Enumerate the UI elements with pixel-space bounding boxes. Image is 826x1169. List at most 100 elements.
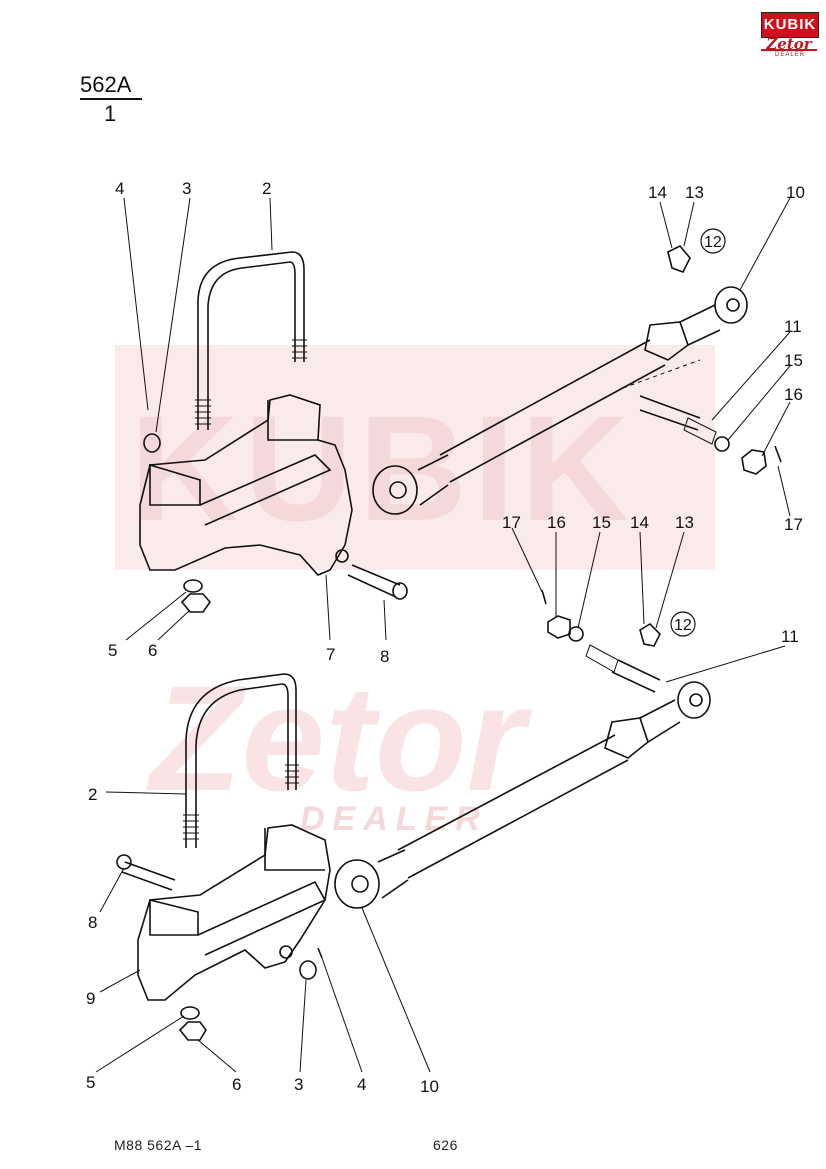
callout-14-upper: 14 [648,183,667,202]
callout-5-lower: 5 [86,1073,95,1092]
dealer-logo: KUBIK Zetor DEALER [761,12,819,62]
footer-reference: M88 562A –1 [114,1137,203,1153]
callout-5-upper: 5 [108,641,117,660]
callout-12-upper: 12 [704,234,722,251]
callout-17-upper: 17 [784,515,803,534]
ball-joint-left-lower [334,859,380,909]
watermark: KUBIK Zetor DEALER [115,345,715,838]
logo-zetor-text: Zetor [766,35,812,53]
ball-joint-left-eye-lower [351,875,369,893]
diagram-page-index: 1 [104,101,117,126]
logo-underline [761,49,817,51]
callout-12-middle: 12 [674,617,692,634]
u-bolt-lower-inner [195,683,289,848]
tie-rod-nut-upper [644,321,689,361]
logo-kubik-text: KUBIK [761,12,819,38]
split-pin-17-upper [774,445,782,463]
callout-11-middle: 11 [781,627,799,646]
callout-2-lower: 2 [88,785,97,804]
castle-nut-16-middle [547,615,571,639]
washer-3-upper [143,433,161,453]
tie-rod-tube-lower [397,734,629,879]
upper-assembly [139,245,782,613]
circlip-13-middle [639,622,661,647]
nut-6-lower [178,1021,207,1041]
ball-joint-right-upper [714,286,748,324]
bracket-lug-lower [264,828,325,871]
washer-3-lower [299,960,317,980]
callout-7-upper: 7 [326,645,335,664]
split-pin-17-middle [541,589,547,605]
ball-joint-left-upper [372,465,418,515]
watermark-word: KUBIK [130,384,635,552]
bracket-hole-upper [335,549,349,563]
watermark-dealer: DEALER [300,800,488,838]
u-bolt-threads-upper [195,339,307,425]
ball-joint-right-eye-upper [726,298,740,312]
u-bolt-lower [185,673,297,848]
middle-parts [541,589,661,693]
ball-joint-right-lower [677,681,711,719]
logo-dealer-text: DEALER [775,52,806,58]
ball-joint-neck-lower [377,849,409,899]
callout-15-upper: 15 [784,351,803,370]
bracket-lug-upper [267,400,318,441]
callout-16-middle: 16 [547,513,566,532]
pin-8-lower [121,861,176,891]
callout-11-upper: 11 [784,317,802,336]
callout-2-upper: 2 [262,179,271,198]
tie-rod-tube-upper [439,339,666,483]
leader-lines [95,197,791,1073]
spring-washer-5-lower [180,1006,200,1020]
u-bolt-threads-lower [183,764,299,840]
mounting-bracket-lower [137,824,331,1001]
footer-page-number: 626 [433,1137,458,1153]
callout-labels: 4 3 2 14 13 12 10 11 15 16 17 5 6 7 8 17… [86,179,805,1096]
callout-10-upper: 10 [786,183,805,202]
ball-joint-right-eye-lower [689,693,703,707]
spring-washer-5-upper [183,579,203,593]
u-bolt-upper-inner [207,261,296,430]
washer-15-middle [568,626,584,642]
castle-nut-16-upper [741,449,767,475]
tie-rod-end-upper [679,304,721,346]
lower-assembly [116,673,711,1041]
bracket-pad-lower [149,898,199,936]
tie-rod-nut-lower [604,717,649,759]
bolt-11-shank-upper [639,395,701,431]
callout-12-circle-middle [670,611,696,637]
callout-12-circle-upper [700,228,726,254]
callout-13-upper: 13 [685,183,704,202]
callout-6-upper: 6 [148,641,157,660]
header-divider [80,98,142,100]
diagram-code: 562A [80,72,132,97]
callout-16-upper: 16 [784,385,803,404]
callout-14-middle: 14 [630,513,649,532]
ball-joint-left-eye-upper [389,481,407,499]
callout-13-middle: 13 [675,513,694,532]
pin-8-head-lower [116,854,132,870]
bolt-11-shank-middle [611,659,661,693]
callout-3-lower: 3 [294,1075,303,1094]
bolt-11-thread-middle [585,644,619,673]
circlip-13-upper [667,245,691,273]
callout-4-lower: 4 [357,1075,366,1094]
bracket-web-upper [199,454,332,526]
u-bolt-upper [197,251,305,430]
axis-line-upper [622,359,701,389]
bracket-hole-lower [279,945,293,959]
bracket-web-lower [197,880,327,956]
callout-6-lower: 6 [232,1075,241,1094]
callout-9-lower: 9 [86,989,95,1008]
split-pin-4-lower [317,947,323,959]
callout-17-middle: 17 [502,513,521,532]
pin-8-upper [347,564,401,598]
callout-4-upper: 4 [115,179,124,198]
pin-8-head-upper [392,582,408,600]
watermark-band [115,345,715,570]
callout-8-lower: 8 [88,913,97,932]
callout-8-upper: 8 [380,647,389,666]
callout-3-upper: 3 [182,179,191,198]
